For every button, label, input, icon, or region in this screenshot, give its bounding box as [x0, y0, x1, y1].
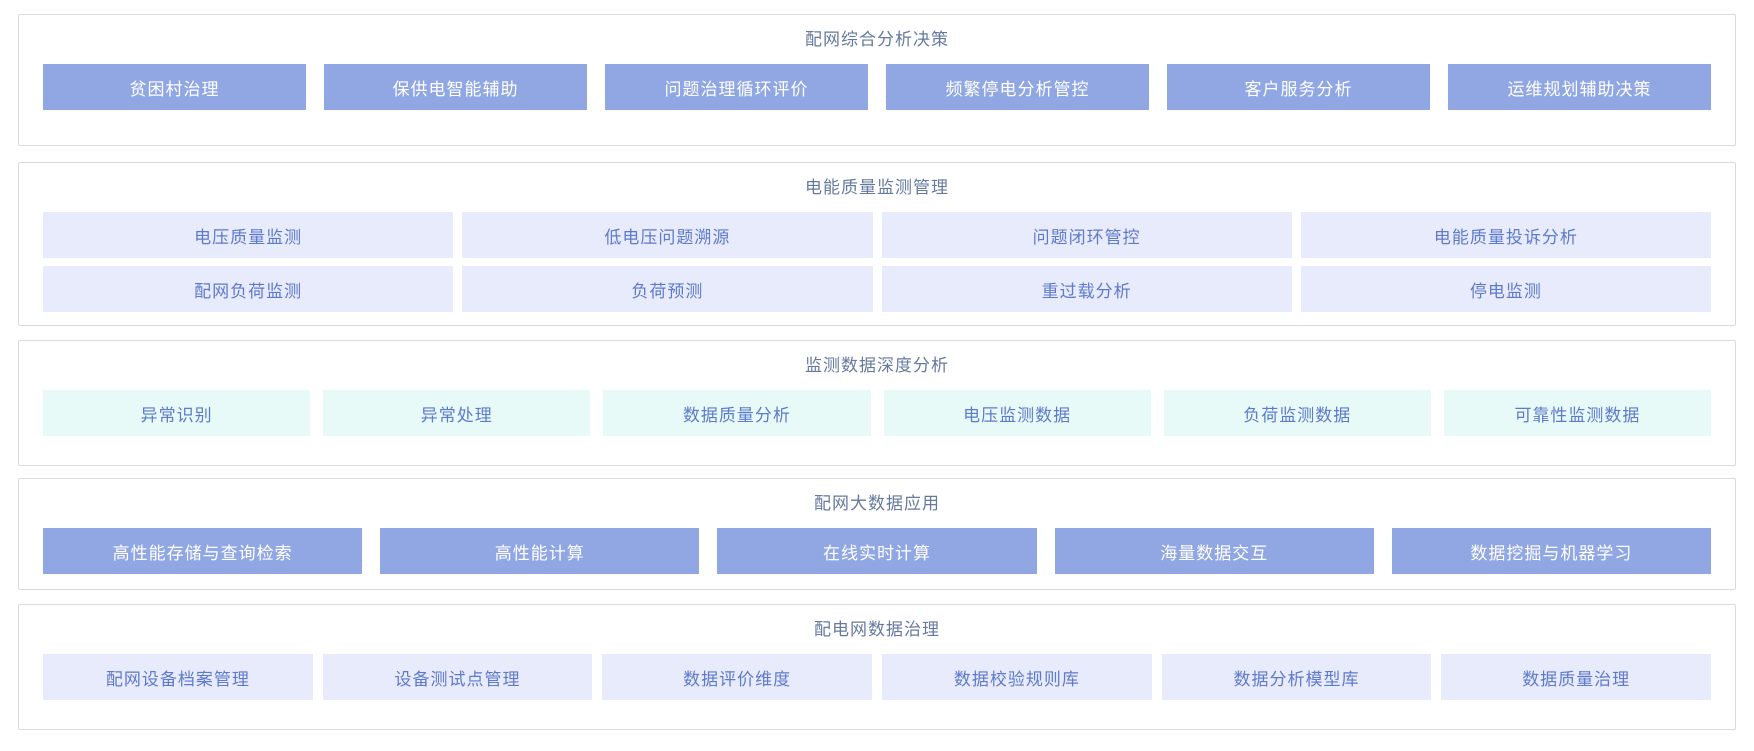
module-button[interactable]: 频繁停电分析管控	[886, 64, 1149, 110]
module-button[interactable]: 保供电智能辅助	[324, 64, 587, 110]
section-panel: 电能质量监测管理电压质量监测低电压问题溯源问题闭环管控电能质量投诉分析配网负荷监…	[18, 162, 1736, 326]
module-button[interactable]: 问题闭环管控	[881, 212, 1292, 258]
module-button[interactable]: 问题治理循环评价	[605, 64, 868, 110]
button-row: 高性能存储与查询检索高性能计算在线实时计算海量数据交互数据挖掘与机器学习	[43, 528, 1712, 574]
module-button[interactable]: 异常识别	[43, 390, 311, 436]
section-panel: 配网大数据应用高性能存储与查询检索高性能计算在线实时计算海量数据交互数据挖掘与机…	[18, 478, 1736, 590]
module-button[interactable]: 在线实时计算	[717, 528, 1037, 574]
module-button[interactable]: 贫困村治理	[43, 64, 306, 110]
section-panel: 监测数据深度分析异常识别异常处理数据质量分析电压监测数据负荷监测数据可靠性监测数…	[18, 340, 1736, 466]
module-button[interactable]: 停电监测	[1300, 266, 1711, 312]
button-row: 异常识别异常处理数据质量分析电压监测数据负荷监测数据可靠性监测数据	[43, 390, 1712, 436]
button-row: 贫困村治理保供电智能辅助问题治理循环评价频繁停电分析管控客户服务分析运维规划辅助…	[43, 64, 1711, 110]
button-row: 电压质量监测低电压问题溯源问题闭环管控电能质量投诉分析	[43, 212, 1711, 258]
module-button[interactable]: 负荷预测	[462, 266, 873, 312]
module-board: 配网综合分析决策贫困村治理保供电智能辅助问题治理循环评价频繁停电分析管控客户服务…	[18, 14, 1736, 730]
module-button[interactable]: 低电压问题溯源	[462, 212, 873, 258]
section-title: 监测数据深度分析	[805, 356, 949, 375]
section-title: 配网大数据应用	[814, 494, 940, 513]
module-button[interactable]: 电压监测数据	[883, 390, 1151, 436]
module-button[interactable]: 异常处理	[323, 390, 591, 436]
module-button[interactable]: 海量数据交互	[1054, 528, 1374, 574]
module-button[interactable]: 高性能存储与查询检索	[43, 528, 363, 574]
module-button[interactable]: 配网负荷监测	[43, 266, 454, 312]
section-panel: 配电网数据治理配网设备档案管理设备测试点管理数据评价维度数据校验规则库数据分析模…	[18, 604, 1736, 730]
section-title: 配网综合分析决策	[805, 30, 949, 49]
module-button[interactable]: 数据质量治理	[1441, 654, 1712, 700]
module-button[interactable]: 数据质量分析	[603, 390, 871, 436]
button-row: 配网负荷监测负荷预测重过载分析停电监测	[43, 266, 1711, 312]
module-button[interactable]: 配网设备档案管理	[43, 654, 313, 700]
module-button[interactable]: 可靠性监测数据	[1443, 390, 1712, 436]
module-button[interactable]: 负荷监测数据	[1163, 390, 1431, 436]
module-button[interactable]: 设备测试点管理	[322, 654, 593, 700]
button-row: 配网设备档案管理设备测试点管理数据评价维度数据校验规则库数据分析模型库数据质量治…	[43, 654, 1712, 700]
module-button[interactable]: 数据校验规则库	[882, 654, 1152, 700]
module-button[interactable]: 运维规划辅助决策	[1448, 64, 1711, 110]
section-title: 电能质量监测管理	[805, 178, 949, 197]
module-button[interactable]: 重过载分析	[881, 266, 1292, 312]
module-button[interactable]: 数据分析模型库	[1161, 654, 1432, 700]
section-panel: 配网综合分析决策贫困村治理保供电智能辅助问题治理循环评价频繁停电分析管控客户服务…	[18, 14, 1736, 146]
module-button[interactable]: 数据挖掘与机器学习	[1391, 528, 1712, 574]
module-button[interactable]: 高性能计算	[380, 528, 700, 574]
section-title: 配电网数据治理	[814, 620, 940, 639]
module-button[interactable]: 客户服务分析	[1167, 64, 1430, 110]
module-button[interactable]: 电能质量投诉分析	[1300, 212, 1711, 258]
module-button[interactable]: 数据评价维度	[602, 654, 873, 700]
module-button[interactable]: 电压质量监测	[43, 212, 454, 258]
